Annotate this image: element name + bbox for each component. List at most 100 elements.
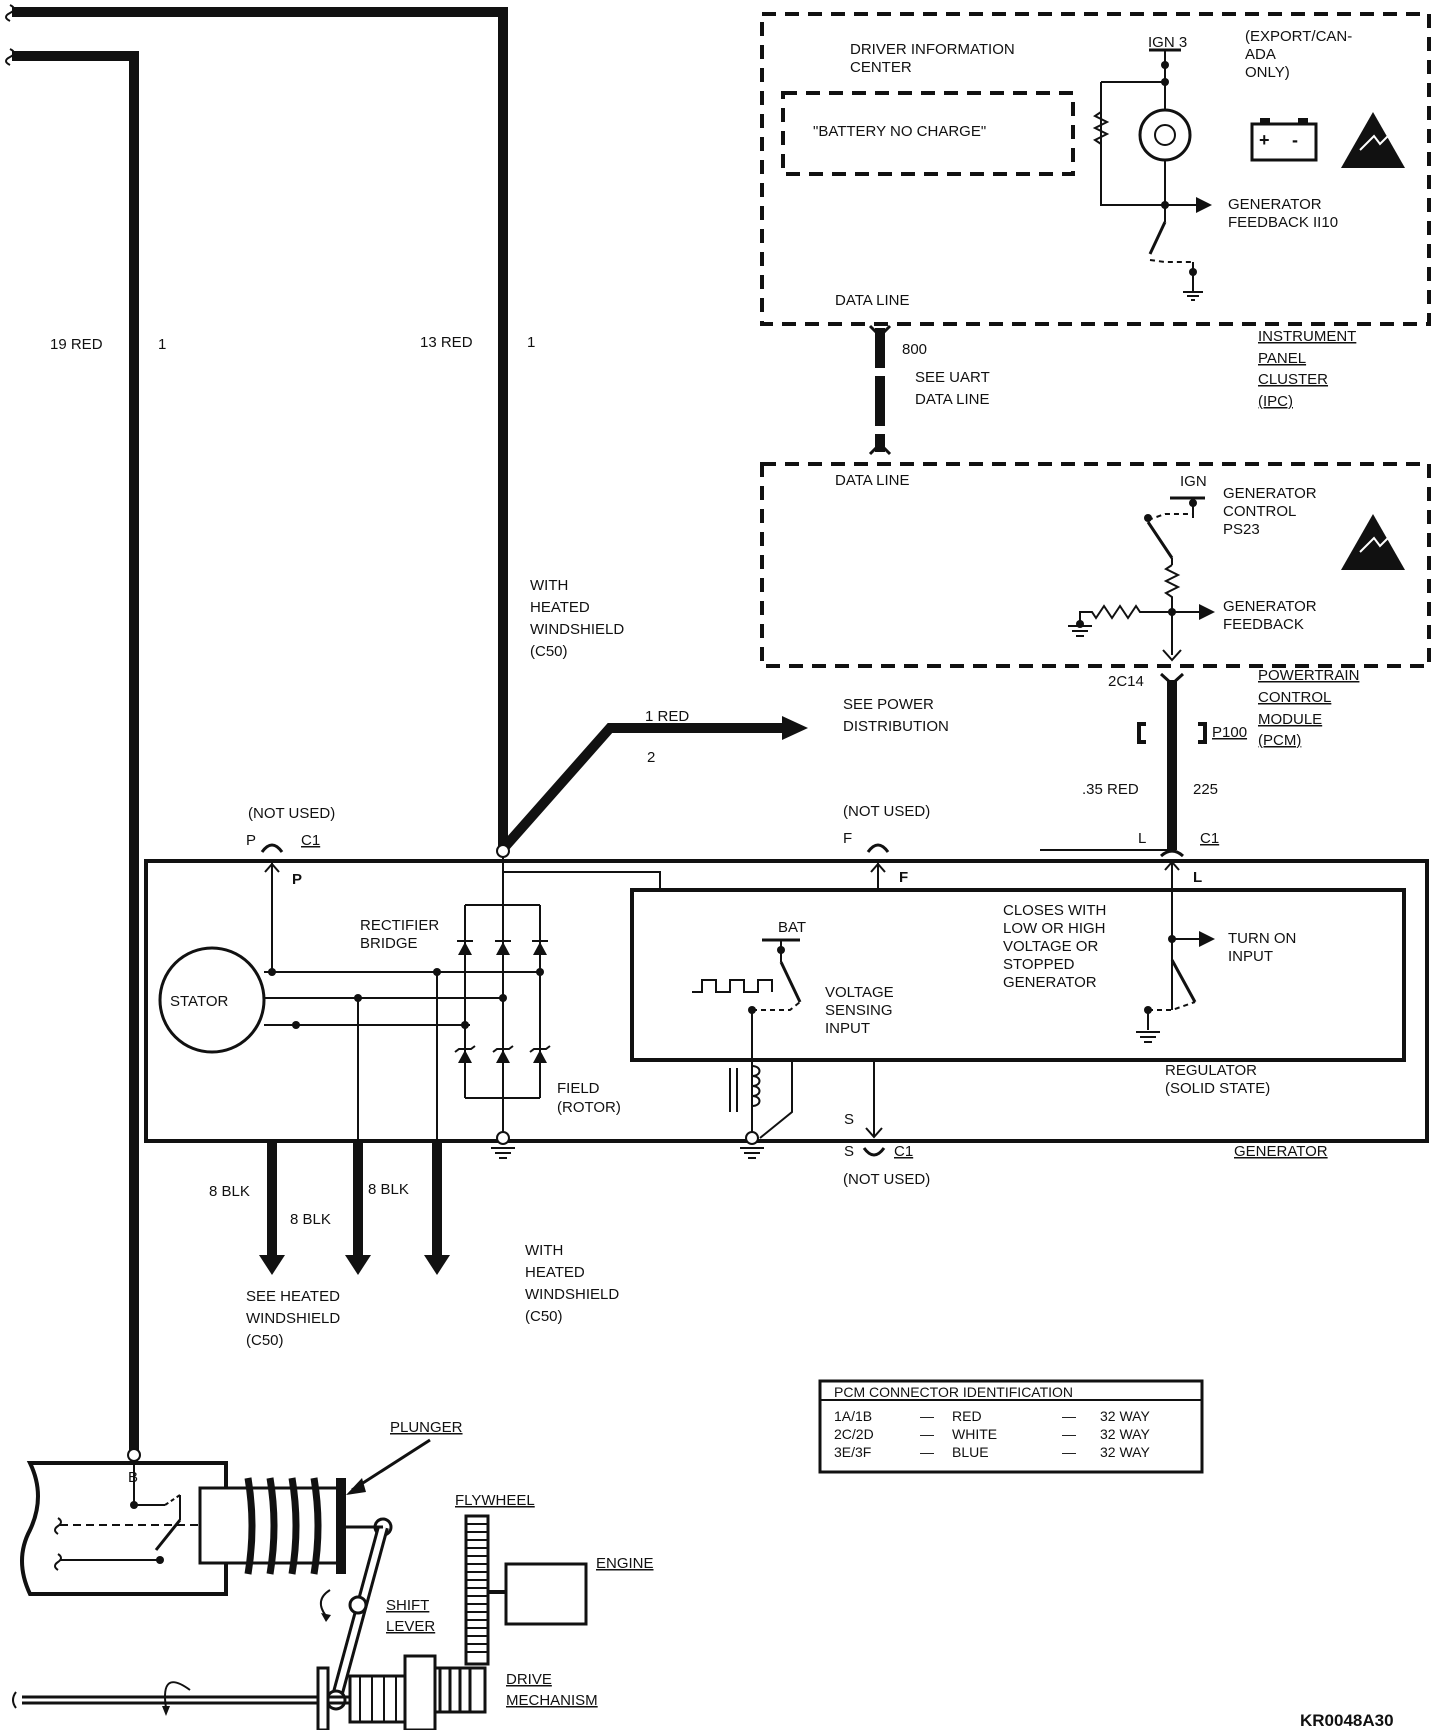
c1-connector-l: C1 — [1200, 830, 1219, 847]
c1-connector-s: C1 — [894, 1143, 913, 1160]
dic-label: DRIVER INFORMATION — [850, 41, 1015, 58]
table-cell-dash: — — [920, 1444, 934, 1460]
table-cell-dash: — — [1062, 1426, 1076, 1442]
table-cell-code: 2C/2D — [834, 1426, 874, 1442]
ign3-label: IGN 3 — [1148, 34, 1187, 51]
p-terminal-inner: P — [292, 871, 302, 888]
flywheel-label: FLYWHEEL — [455, 1492, 535, 1509]
main-battery-wires — [5, 4, 808, 1462]
s-not-used: (NOT USED) — [843, 1171, 930, 1188]
pcm-name: MODULE — [1258, 711, 1322, 728]
f-terminal-label: F — [843, 830, 852, 847]
regulator-label: (SOLID STATE) — [1165, 1080, 1270, 1097]
closes-with-note: STOPPED — [1003, 956, 1075, 973]
table-cell-size: 32 WAY — [1100, 1444, 1150, 1460]
export-canada-note: ADA — [1245, 46, 1276, 63]
pcm-name: CONTROL — [1258, 689, 1331, 706]
see-power-distribution: SEE POWER — [843, 696, 934, 713]
closes-with-note: GENERATOR — [1003, 974, 1097, 991]
generator-control-label: PS23 — [1223, 521, 1260, 538]
battery-no-charge-message: "BATTERY NO CHARGE" — [813, 123, 986, 140]
p-not-used: (NOT USED) — [248, 805, 335, 822]
rectifier-label: BRIDGE — [360, 935, 418, 952]
table-cell-code: 1A/1B — [834, 1408, 872, 1424]
voltage-sensing-label: SENSING — [825, 1002, 893, 1019]
ipc-name: (IPC) — [1258, 393, 1293, 410]
pcm-ign-label: IGN — [1180, 473, 1207, 490]
table-cell-dash: — — [1062, 1408, 1076, 1424]
pcm-data-line: DATA LINE — [835, 472, 909, 489]
pcm-generator-feedback: FEEDBACK — [1223, 616, 1304, 633]
plunger-pointer — [346, 1438, 431, 1495]
see-uart-data-line: DATA LINE — [915, 391, 989, 408]
heated-windshield-outputs — [259, 972, 450, 1275]
turn-on-switch — [1136, 931, 1215, 1043]
p-terminal-label: P — [246, 832, 256, 849]
drive-mechanism-label: DRIVE — [506, 1671, 552, 1688]
dic-label: CENTER — [850, 59, 912, 76]
generator-name: GENERATOR — [1234, 1143, 1328, 1160]
table-cell-size: 32 WAY — [1100, 1426, 1150, 1442]
generator-control-label: CONTROL — [1223, 503, 1296, 520]
s-terminal-label: S — [844, 1143, 854, 1160]
table-cell-dash: — — [1062, 1444, 1076, 1460]
engine-block — [504, 1562, 588, 1626]
wire-1-circuit: 2 — [647, 749, 655, 766]
starter-solenoid — [20, 1460, 346, 1596]
rectifier-bridge — [454, 872, 551, 1159]
svg-text:-: - — [1292, 130, 1298, 150]
with-heated-label: WINDSHIELD — [530, 621, 624, 638]
table-title: PCM CONNECTOR IDENTIFICATION — [834, 1384, 1073, 1400]
plunger-label: PLUNGER — [390, 1419, 463, 1436]
table-row: 3E/3F — BLUE — 32 WAY — [834, 1444, 1150, 1460]
table-cell-dash: — — [920, 1426, 934, 1442]
closes-with-note: VOLTAGE OR — [1003, 938, 1098, 955]
f-not-used: (NOT USED) — [843, 803, 930, 820]
rectifier-label: RECTIFIER — [360, 917, 439, 934]
p100-connector: P100 — [1212, 724, 1247, 741]
pcm-wire-circuit: 225 — [1193, 781, 1218, 798]
closes-with-note: LOW OR HIGH — [1003, 920, 1106, 937]
pcm-module — [760, 462, 1431, 668]
stator-label: STATOR — [170, 993, 229, 1010]
drive-mechanism — [12, 1654, 487, 1730]
terminal-b-label: B — [128, 1469, 138, 1486]
export-canada-note: ONLY) — [1245, 64, 1290, 81]
turn-on-input-label: TURN ON — [1228, 930, 1296, 947]
wire-1-color: 1 RED — [645, 708, 689, 725]
with-heated-label-lower: WINDSHIELD — [525, 1286, 619, 1303]
field-rotor-label: FIELD — [557, 1080, 600, 1097]
with-heated-label: (C50) — [530, 643, 568, 660]
wire-19-circuit: 1 — [158, 336, 166, 353]
with-heated-label-lower: WITH — [525, 1242, 563, 1259]
shift-lever-label: LEVER — [386, 1618, 435, 1635]
turn-on-input-label: INPUT — [1228, 948, 1273, 965]
pcm-generator-feedback: GENERATOR — [1223, 598, 1317, 615]
blk-wire-b: 8 BLK — [290, 1211, 331, 1228]
figure-id: KR0048A30 — [1300, 1711, 1394, 1730]
wire-13-circuit: 1 — [527, 334, 535, 351]
pcm-wire-color: .35 RED — [1082, 781, 1139, 798]
with-heated-label: HEATED — [530, 599, 590, 616]
table-row: 1A/1B — RED — 32 WAY — [834, 1408, 1150, 1424]
pcm-pin-label: 2C14 — [1108, 673, 1144, 690]
ipc-name: PANEL — [1258, 350, 1306, 367]
see-heated-windshield: SEE HEATED — [246, 1288, 340, 1305]
ipc-name: CLUSTER — [1258, 371, 1328, 388]
table-cell-dash: — — [920, 1408, 934, 1424]
c1-connector-p: C1 — [301, 832, 320, 849]
see-heated-windshield: WINDSHIELD — [246, 1310, 340, 1327]
bat-label: BAT — [778, 919, 806, 936]
drive-mechanism-label: MECHANISM — [506, 1692, 598, 1709]
wire-19-color: 19 RED — [50, 336, 103, 353]
pcm-name: POWERTRAIN — [1258, 667, 1359, 684]
regulator-label: REGULATOR — [1165, 1062, 1257, 1079]
see-uart-data-line: SEE UART — [915, 369, 990, 386]
l-terminal-label: L — [1138, 830, 1146, 847]
pcm-l-terminal-wire — [1040, 672, 1207, 1010]
with-heated-label-lower: HEATED — [525, 1264, 585, 1281]
blk-wire-c: 8 BLK — [368, 1181, 409, 1198]
with-heated-label-lower: (C50) — [525, 1308, 563, 1325]
with-heated-label: WITH — [530, 577, 568, 594]
